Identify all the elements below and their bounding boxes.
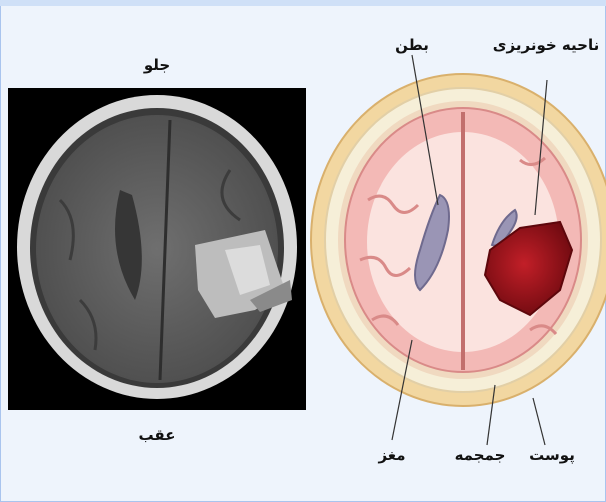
label-back: عقب <box>139 426 176 444</box>
label-skin: پوست <box>529 446 575 465</box>
brain-diagram <box>311 74 606 406</box>
leader-skin <box>533 398 545 445</box>
label-brain: مغز <box>377 446 405 464</box>
label-hemorrhage: ناحیه خونریزی <box>493 36 599 54</box>
ct-scan <box>8 88 306 410</box>
label-front: جلو <box>143 56 170 74</box>
label-skull: جمجمه <box>455 446 506 464</box>
label-ventricle: بطن <box>395 36 429 54</box>
